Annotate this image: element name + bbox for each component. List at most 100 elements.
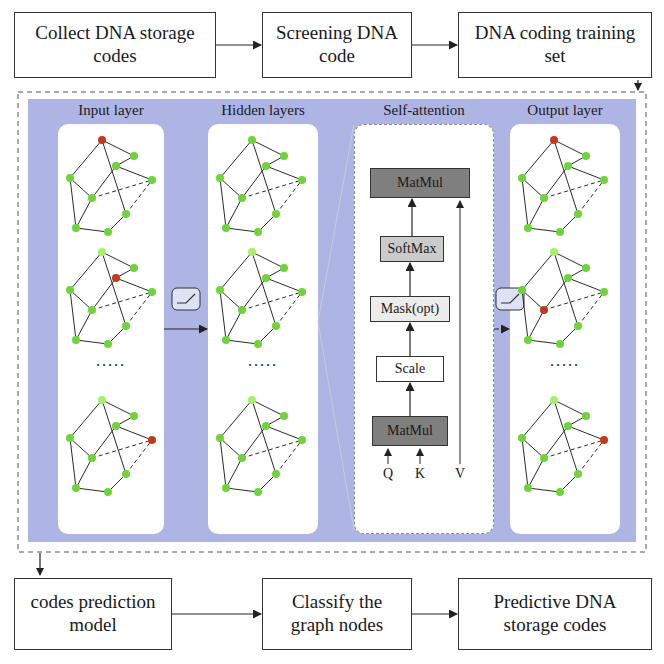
layer-panel: Output layer..... (510, 100, 620, 534)
box-label: Mask(opt) (381, 301, 439, 318)
activation-icon (496, 288, 524, 310)
graph-node (540, 194, 548, 202)
input-arrow (388, 449, 389, 464)
graph-edge (226, 458, 242, 488)
graph-node (262, 162, 270, 170)
graph-edge (92, 440, 152, 458)
graph-node (98, 396, 106, 404)
graph-edge (252, 400, 276, 474)
graph-node (556, 488, 564, 496)
graph-node (582, 152, 590, 160)
graph-edge (76, 458, 92, 488)
panel-heading: Hidden layers (198, 102, 328, 119)
graph-edge (578, 292, 604, 326)
graph-edge (116, 268, 134, 278)
graph-edge (70, 140, 102, 178)
connector-arrow (412, 613, 457, 614)
graph-edge (522, 438, 544, 458)
graph-edge (220, 438, 242, 458)
connector-arrow (216, 44, 261, 45)
process-box: Predictive DNA storage codes (458, 578, 652, 650)
graph-node (262, 422, 270, 430)
box-label: Classify the graph nodes (271, 591, 403, 637)
graph-edge (568, 268, 586, 278)
graph-edge (242, 278, 266, 310)
graph-edge (258, 214, 276, 232)
graph-edge (578, 440, 604, 474)
graph-edge (568, 278, 604, 292)
graph-edge (126, 440, 152, 474)
graph-edge (70, 178, 76, 228)
graph-node (88, 194, 96, 202)
graph-edge (276, 440, 302, 474)
graph-edge (252, 252, 284, 268)
graph-edge (544, 180, 604, 198)
graph-edge (226, 340, 258, 344)
graph-node (262, 274, 270, 282)
graph-node (238, 194, 246, 202)
graph-edge (544, 278, 568, 310)
graph-edge (242, 426, 266, 458)
graph-edge (76, 228, 108, 232)
activation-icon (172, 288, 200, 310)
graph-edge (126, 292, 152, 326)
graph-edge (116, 156, 134, 166)
graph-edge (528, 198, 544, 228)
graph-edge (266, 156, 284, 166)
graph-node (298, 288, 306, 296)
graph-edge (92, 180, 152, 198)
dashed-frame (18, 92, 646, 552)
graph-edge (554, 140, 578, 214)
op-box: MatMul (370, 168, 470, 198)
input-label: V (455, 466, 465, 482)
connector-arrow (412, 44, 457, 45)
graph-edge (544, 426, 568, 458)
graph-node (518, 434, 526, 442)
graph-node (518, 174, 526, 182)
graph-node (112, 274, 120, 282)
graph-edge (242, 292, 302, 310)
connector-arrow (409, 323, 410, 356)
graph-edge (258, 474, 276, 492)
connector-arrow (411, 199, 412, 236)
graph-node (222, 224, 230, 232)
box-label: Scale (395, 361, 425, 378)
graph-edge (242, 440, 302, 458)
process-box: codes prediction model (14, 578, 172, 650)
layer-panel: Hidden layers..... (208, 100, 318, 534)
input-arrow (420, 449, 421, 464)
panel-ground (510, 124, 620, 534)
graph-edge (220, 252, 252, 290)
graph-edge (522, 252, 554, 290)
graph-node (564, 422, 572, 430)
graph-node (148, 176, 156, 184)
graph-edge (522, 400, 554, 438)
graph-edge (226, 310, 242, 340)
graph-node (280, 152, 288, 160)
graph-node (222, 484, 230, 492)
connector-arrow (172, 613, 261, 614)
connector-arrow (409, 263, 410, 296)
graph-edge (266, 268, 284, 278)
graph-edge (226, 228, 258, 232)
graph-edge (528, 310, 544, 340)
graph-edge (266, 278, 302, 292)
graph-node (122, 322, 130, 330)
graph-edge (522, 140, 554, 178)
graph-edge (70, 178, 92, 198)
graph-node (66, 434, 74, 442)
input-label: K (415, 466, 425, 482)
graph-edge (528, 458, 544, 488)
graph-edge (544, 166, 568, 198)
graph-node (524, 336, 532, 344)
graph-edge (568, 166, 604, 180)
graph-edge (108, 474, 126, 492)
graph-node (130, 412, 138, 420)
graph-node (88, 454, 96, 462)
graph-node (254, 340, 262, 348)
graph-edge (70, 400, 102, 438)
graph-edge (92, 166, 116, 198)
graph-edge (116, 416, 134, 426)
graph-edge (554, 252, 586, 268)
